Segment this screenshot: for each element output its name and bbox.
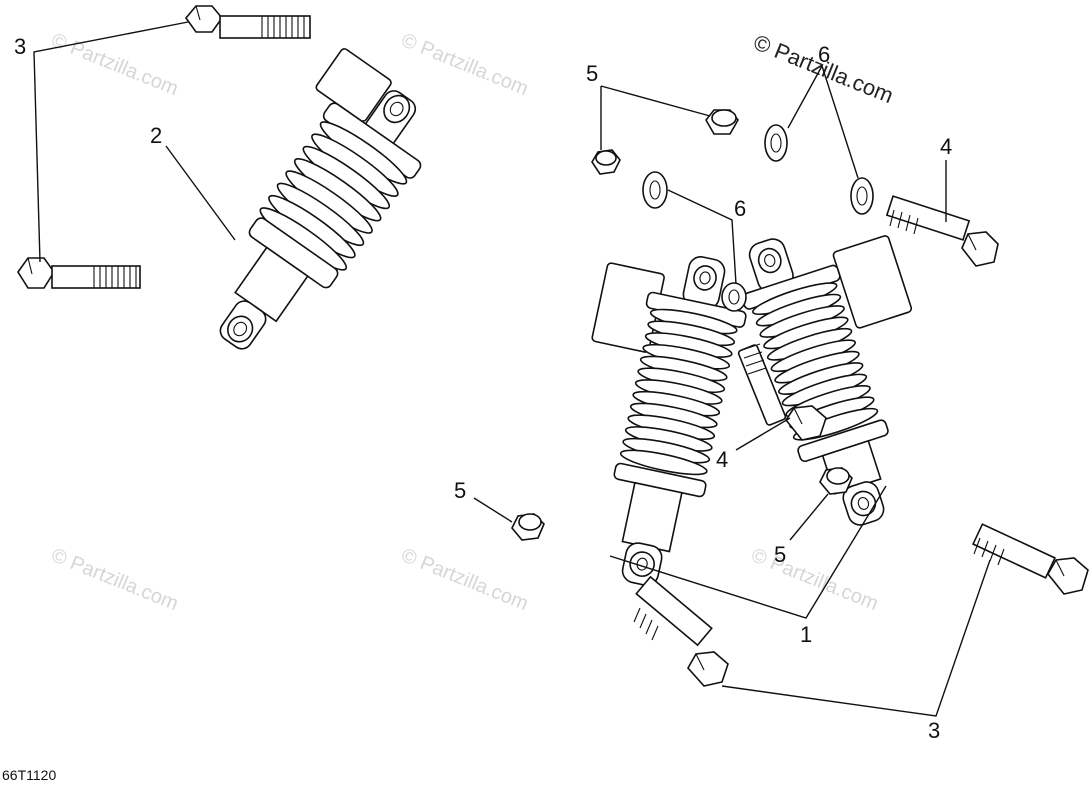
shock-absorber-center [591,256,747,586]
nut-mid [819,467,853,495]
callout-5-top: 5 [586,61,598,86]
callout-2: 2 [150,123,162,148]
watermark-4: © Partzilla.com [398,544,531,615]
watermark-2: © Partzilla.com [398,29,531,100]
washer-top-1 [764,124,788,162]
nut-top-right [705,109,739,135]
callout-3-bottom: 3 [928,718,940,743]
shock-absorber-left [219,48,422,350]
callout-4-mid: 4 [716,447,728,472]
spring-coils-center [619,308,738,476]
nut-top-left [591,149,621,175]
bolt-bottom-center [633,575,729,687]
washer-mid-1 [642,171,668,209]
spring-coils-left [259,121,408,271]
bolt-center-4 [737,343,827,441]
bolt-bottom-right [972,523,1089,595]
nut-left [511,513,545,541]
washer-top-2 [850,177,874,215]
shock-absorber-right [741,235,913,526]
callout-5-mid: 5 [774,542,786,567]
callout-3-top: 3 [14,34,26,59]
washer-mid-2 [721,282,747,312]
callout-labels: 3 2 5 6 4 6 4 5 5 1 3 [14,34,952,743]
leader-lines [33,21,991,717]
bolt-right-4 [885,195,999,267]
callout-1: 1 [800,622,812,647]
callout-4-top: 4 [940,134,952,159]
diagram-code: 66T1120 [2,767,56,783]
bolt-top-left [184,5,311,39]
callout-6-mid: 6 [734,196,746,221]
watermark-3: © Partzilla.com [48,544,181,615]
watermark-1: © Partzilla.com [48,29,181,100]
callout-5-left: 5 [454,478,466,503]
bolt-mid-left [17,257,141,289]
callout-6-top: 6 [818,42,830,67]
